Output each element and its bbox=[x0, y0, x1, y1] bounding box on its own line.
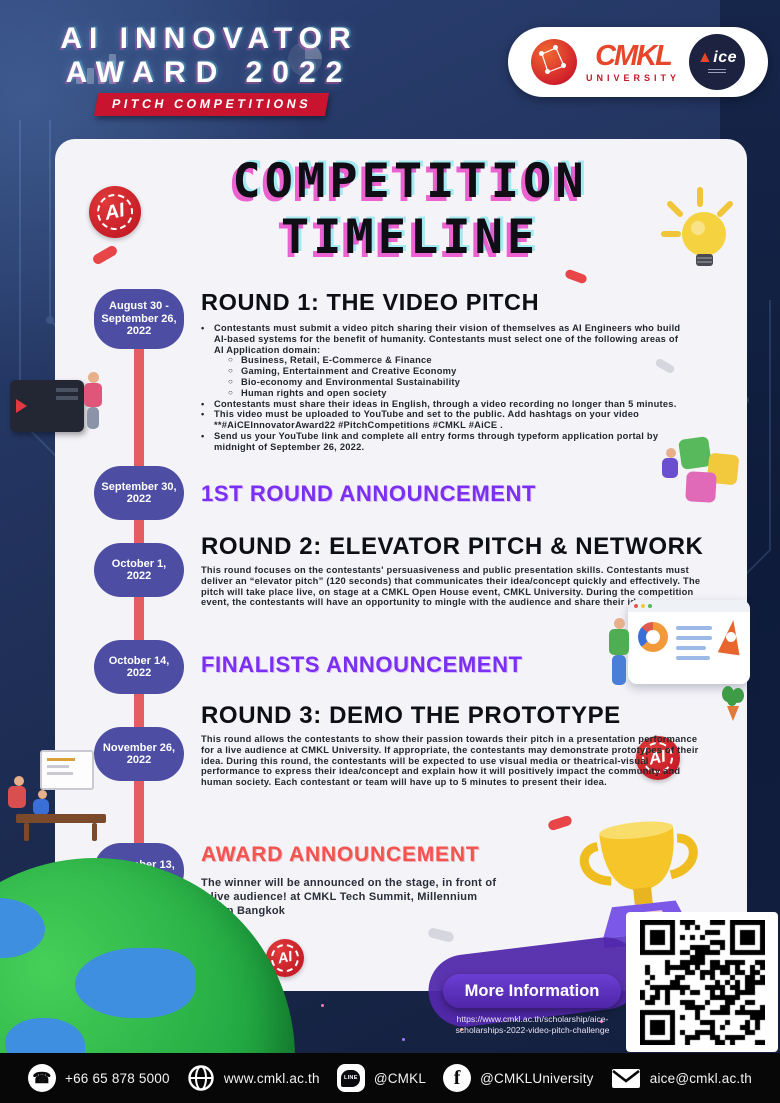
page-title: COMPETITION TIMELINE bbox=[170, 154, 650, 266]
plant-illustration bbox=[720, 686, 750, 726]
ai-award-badge-icon: AI bbox=[89, 186, 141, 238]
header-title-line2: AWARD 2022 bbox=[65, 56, 353, 89]
header-title-line1: AI INNOVATOR bbox=[60, 22, 358, 55]
timeline-date-5: November 26, 2022 bbox=[94, 727, 184, 781]
round1-heading: ROUND 1: THE VIDEO PITCH bbox=[201, 289, 540, 315]
lightbulb-icon bbox=[661, 187, 733, 266]
round3-body: This round allows the contestants to sho… bbox=[201, 734, 699, 788]
timeline-date-2: September 30, 2022 bbox=[94, 466, 184, 520]
line-icon: LINE bbox=[336, 1064, 365, 1092]
aice-logo-sublines bbox=[708, 69, 726, 75]
facebook-icon: f bbox=[443, 1064, 472, 1092]
timeline-date-1: August 30 - September 26, 2022 bbox=[94, 289, 184, 349]
timeline-date-3: October 1, 2022 bbox=[94, 543, 184, 597]
round1-bullet-list: Contestants must submit a video pitch sh… bbox=[201, 323, 683, 453]
first-round-announcement-heading: 1ST ROUND ANNOUNCEMENT bbox=[201, 481, 537, 506]
line-handle: @CMKL bbox=[373, 1070, 427, 1086]
round2-heading: ROUND 2: ELEVATOR PITCH & NETWORK bbox=[201, 533, 704, 560]
facebook-handle: @CMKLUniversity bbox=[480, 1070, 594, 1086]
finalists-announcement-heading: FINALISTS ANNOUNCEMENT bbox=[201, 652, 523, 677]
timeline-date-4: October 14, 2022 bbox=[94, 640, 184, 694]
video-editing-illustration bbox=[10, 368, 120, 460]
bullet-item: Contestants must share their ideas in En… bbox=[201, 399, 683, 410]
email-icon bbox=[611, 1068, 640, 1088]
footer-line[interactable]: LINE @CMKL bbox=[336, 1064, 427, 1092]
footer-facebook[interactable]: f @CMKLUniversity bbox=[443, 1064, 593, 1092]
timeline-line bbox=[134, 312, 144, 882]
email-address: aice@cmkl.ac.th bbox=[649, 1070, 752, 1086]
poster-header-title: AI INNOVATOR AWARD 2022 bbox=[38, 22, 380, 90]
sub-bullet-item: Gaming, Entertainment and Creative Econo… bbox=[228, 366, 683, 377]
bullet-item: Contestants must submit a video pitch sh… bbox=[201, 323, 683, 399]
pitch-competitions-badge: PITCH COMPETITIONS bbox=[93, 93, 330, 116]
bullet-item: Send us your YouTube link and complete a… bbox=[201, 431, 683, 453]
footer-email[interactable]: aice@cmkl.ac.th bbox=[611, 1068, 752, 1089]
bullet-text: Contestants must submit a video pitch sh… bbox=[214, 323, 681, 355]
presenter-illustration bbox=[606, 618, 636, 688]
qr-code[interactable] bbox=[626, 912, 778, 1052]
meeting-illustration bbox=[8, 750, 123, 846]
more-information-button[interactable]: More Information bbox=[443, 974, 621, 1008]
round2-body: This round focuses on the contestants' p… bbox=[201, 565, 701, 608]
logo-bar: CMKL UNIVERSITY ▲ice bbox=[508, 27, 768, 97]
phone-number: +66 65 878 5000 bbox=[65, 1070, 170, 1086]
bar-chart-icon bbox=[76, 50, 122, 84]
cmkl-globe-icon bbox=[530, 39, 577, 85]
qr-code-canvas bbox=[639, 919, 765, 1045]
page-title-line2: TIMELINE bbox=[280, 210, 540, 265]
aice-logo-text: ▲ice bbox=[696, 49, 738, 66]
website-url: www.cmkl.ac.th bbox=[223, 1070, 320, 1086]
phone-icon: ☎ bbox=[28, 1064, 56, 1092]
sub-bullet-item: Bio-economy and Environmental Sustainabi… bbox=[228, 377, 683, 388]
pie-chart-icon bbox=[288, 42, 322, 76]
analytics-dashboard-illustration bbox=[628, 600, 750, 684]
sub-bullet-item: Business, Retail, E-Commerce & Finance bbox=[228, 355, 683, 366]
round1-sub-list: Business, Retail, E-Commerce & Finance G… bbox=[214, 355, 683, 398]
ai-award-badge-icon: AI bbox=[636, 736, 680, 780]
cmkl-logo: CMKL UNIVERSITY bbox=[585, 39, 680, 83]
award-announcement-heading: AWARD ANNOUNCEMENT bbox=[201, 843, 480, 866]
cmkl-logo-text: CMKL bbox=[595, 39, 673, 72]
footer-phone[interactable]: ☎ +66 65 878 5000 bbox=[28, 1064, 170, 1092]
bullet-item: This video must be uploaded to YouTube a… bbox=[201, 409, 683, 431]
sub-bullet-item: Human rights and open society bbox=[228, 388, 683, 399]
contact-footer: ☎ +66 65 878 5000 www.cmkl.ac.th LINE @C… bbox=[0, 1053, 780, 1103]
puzzle-team-illustration bbox=[662, 428, 772, 520]
more-information-url[interactable]: https://www.cmkl.ac.th/scholarship/aice-… bbox=[455, 1014, 610, 1035]
footer-website[interactable]: www.cmkl.ac.th bbox=[187, 1064, 320, 1092]
round3-heading: ROUND 3: DEMO THE PROTOTYPE bbox=[201, 702, 621, 729]
cmkl-logo-subtext: UNIVERSITY bbox=[585, 72, 680, 83]
globe-icon bbox=[188, 1065, 214, 1091]
award-announcement-body: The winner will be announced on the stag… bbox=[201, 877, 497, 917]
page-title-line1: COMPETITION bbox=[232, 154, 588, 209]
aice-logo: ▲ice bbox=[689, 34, 745, 90]
